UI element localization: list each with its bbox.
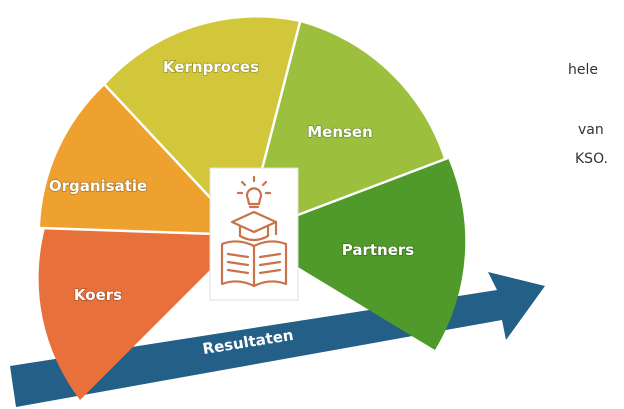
lightbulb-graduation-book-icon [220, 175, 288, 288]
center-icon-card [209, 167, 299, 301]
segment-koers [38, 228, 246, 400]
segment-label-mensen: Mensen [307, 123, 373, 141]
segment-label-kernproces: Kernproces [163, 58, 259, 76]
side-text-line-3: KSO. [575, 151, 608, 167]
segment-organisatie [40, 85, 245, 235]
side-text-line-1: hele [568, 62, 598, 78]
segment-partners [245, 158, 466, 350]
side-text-line-2: van [578, 122, 604, 138]
segment-label-organisatie: Organisatie [49, 177, 147, 195]
segment-label-koers: Koers [74, 286, 122, 304]
segment-label-partners: Partners [342, 241, 415, 259]
